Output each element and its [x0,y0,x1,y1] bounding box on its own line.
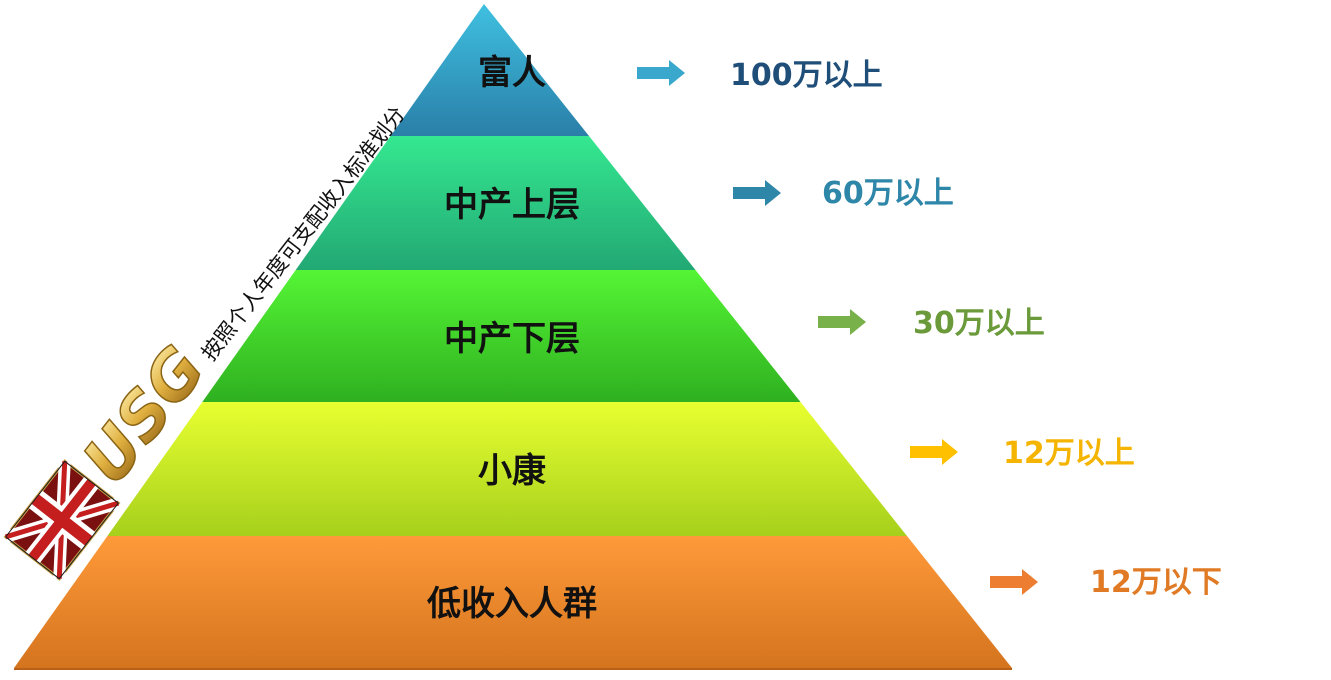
pyramid-tier-rich [390,4,589,136]
pyramid-tier-upper-middle [295,136,696,270]
arrow-icon-rich [637,60,685,86]
arrows [637,60,1038,595]
tier-label-low-income: 低收入人群 [427,584,597,624]
tier-label-upper-middle: 中产上层 [444,185,580,225]
tier-label-rich: 富人 [478,53,546,93]
pyramid-tiers [14,4,1012,670]
tier-label-moderate: 小康 [478,451,546,491]
pyramid-tier-low-income [14,536,1012,668]
uk-flag-icon [3,459,121,581]
income-label-rich: 100万以上 [730,58,883,93]
tier-label-lower-middle: 中产下层 [444,319,580,359]
income-label-moderate: 12万以上 [1003,436,1135,471]
tier-labels: 富人 中产上层 中产下层 小康 低收入人群 [427,53,597,624]
income-label-upper-middle: 60万以上 [822,176,954,211]
income-labels: 100万以上 60万以上 30万以上 12万以上 12万以下 [730,58,1222,600]
income-label-low-income: 12万以下 [1090,565,1222,600]
arrow-icon-upper-middle [733,180,781,206]
income-label-lower-middle: 30万以上 [913,306,1045,341]
arrow-icon-moderate [910,439,958,465]
pyramid-tier-moderate [107,402,907,536]
pyramid-tier-lower-middle [202,270,801,402]
arrow-icon-lower-middle [818,309,866,335]
arrow-icon-low-income [990,569,1038,595]
